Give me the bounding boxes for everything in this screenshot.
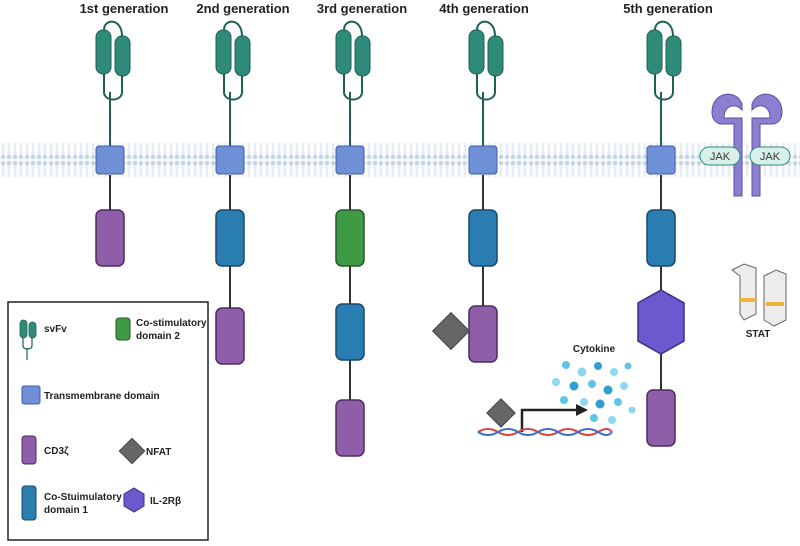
car-2nd-generation xyxy=(215,20,251,365)
scfv-domain xyxy=(468,20,504,152)
transmembrane-domain xyxy=(95,145,125,175)
jak-badge-right: JAK xyxy=(749,146,791,166)
generation-title-1: 1st generation xyxy=(80,1,169,16)
car-5th-generation: JAK JAK STAT xyxy=(637,20,791,447)
legend-scfv-icon xyxy=(19,319,37,360)
generation-title-5: 5th generation xyxy=(623,1,713,16)
cytokine-particles xyxy=(552,361,636,424)
car-1st-generation xyxy=(95,20,131,267)
legend-il2rb-label: IL-2Rβ xyxy=(150,496,181,507)
legend-box xyxy=(7,301,209,541)
legend-nfat-label: NFAT xyxy=(146,447,171,458)
scfv-domain xyxy=(646,20,682,152)
transmembrane-domain xyxy=(468,145,498,175)
legend-nfat-icon xyxy=(118,437,146,465)
legend-il2rb-icon xyxy=(123,487,145,513)
legend-costim2-label-1: Co-stimulatory xyxy=(136,318,207,329)
legend-costim2-label-2: domain 2 xyxy=(136,331,180,342)
costimulatory-domain-2 xyxy=(335,209,365,267)
svg-text:JAK: JAK xyxy=(710,151,731,163)
legend-costim1-label-2: domain 1 xyxy=(44,505,88,516)
legend-scfv-label: svFv xyxy=(44,324,67,335)
car-3rd-generation xyxy=(335,20,371,457)
transmembrane-domain xyxy=(335,145,365,175)
generation-title-2: 2nd generation xyxy=(196,1,289,16)
legend-costim2-icon xyxy=(115,317,131,341)
legend-transmembrane-icon xyxy=(21,385,41,405)
svg-text:JAK: JAK xyxy=(760,151,781,163)
cytokine-label: Cytokine xyxy=(573,344,616,355)
nfat-icon xyxy=(486,398,516,428)
costimulatory-domain-1 xyxy=(468,209,498,267)
transmembrane-domain xyxy=(215,145,245,175)
transcription-arrow xyxy=(520,408,578,432)
stat-icon xyxy=(731,263,787,327)
dna-helix xyxy=(477,428,613,436)
costimulatory-domain-1 xyxy=(646,209,676,267)
legend-transmembrane-label: Transmembrane domain xyxy=(44,391,160,402)
stat-label: STAT xyxy=(746,329,771,340)
scfv-domain xyxy=(215,20,251,152)
car-4th-generation: Cytokine xyxy=(431,20,636,436)
legend-costim1-icon xyxy=(21,485,37,521)
costimulatory-domain-1 xyxy=(335,303,365,361)
transmembrane-domain xyxy=(646,145,676,175)
il2rb-domain xyxy=(637,289,685,355)
legend-costim1-label-1: Co-Stuimulatory xyxy=(44,492,122,503)
cd3z-domain xyxy=(335,399,365,457)
scfv-domain xyxy=(95,20,131,152)
nfat-icon xyxy=(431,311,471,351)
legend-cd3z-label: CD3ζ xyxy=(44,446,69,457)
generation-title-3: 3rd generation xyxy=(317,1,407,16)
generation-title-4: 4th generation xyxy=(439,1,529,16)
jak-badge-left: JAK xyxy=(699,146,741,166)
costimulatory-domain-1 xyxy=(215,209,245,267)
cd3z-domain xyxy=(215,307,245,365)
legend: svFv Co-stimulatory domain 2 Transmembra… xyxy=(7,301,209,541)
scfv-domain xyxy=(335,20,371,152)
cd3z-domain xyxy=(646,389,676,447)
cd3z-domain xyxy=(95,209,125,267)
cytokine-receptor xyxy=(711,93,783,197)
cd3z-domain xyxy=(468,305,498,363)
legend-cd3z-icon xyxy=(21,435,37,465)
